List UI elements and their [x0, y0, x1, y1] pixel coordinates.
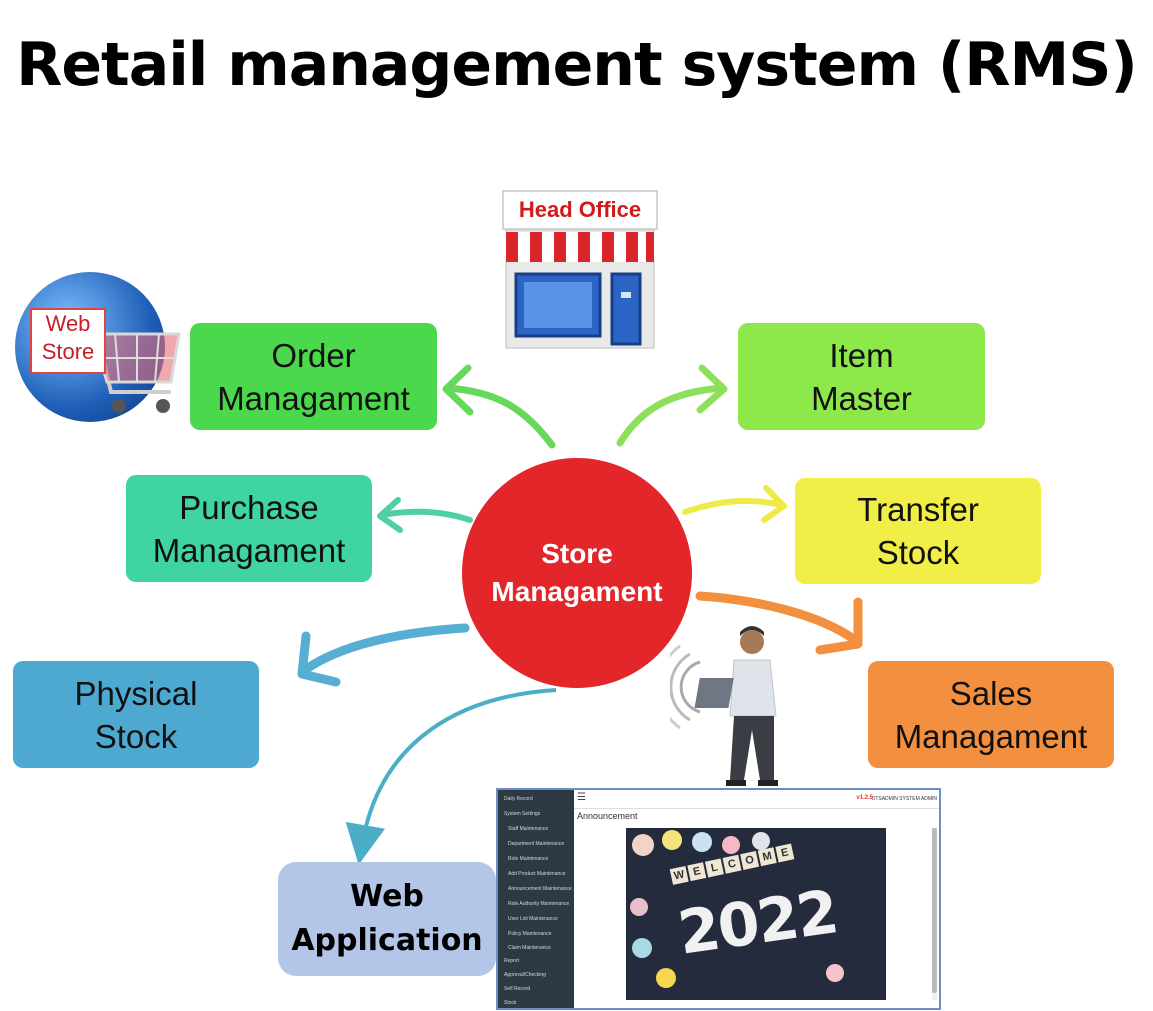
letter-tile: M: [757, 847, 777, 867]
arrowhead-order: [442, 364, 474, 416]
arrowhead-purchase: [377, 497, 403, 533]
sidebar-item: Add Product Maintenance: [508, 871, 566, 877]
sidebar-item: Announcement Maintenance: [508, 886, 572, 892]
person-icon: [657, 626, 778, 786]
arrow-item: [616, 384, 726, 447]
screenshot-scrollbar: [932, 828, 937, 1000]
arrow-transfer: [682, 497, 785, 515]
item-master-box: Item Master: [738, 323, 985, 430]
head-office-label: Head Office: [502, 190, 658, 230]
light-ball: [752, 832, 770, 850]
arrow-order: [444, 384, 556, 449]
screenshot-sidebar: Daily Record System Settings Staff Maint…: [498, 790, 574, 1008]
letter-tile: L: [704, 858, 724, 878]
arrow-purchase: [379, 508, 473, 523]
sales-management-box: Sales Managament: [868, 661, 1114, 768]
scrollbar-thumb: [932, 828, 937, 993]
sidebar-item: Report: [504, 958, 520, 964]
store-management-circle: Store Managament: [462, 458, 692, 688]
light-ball: [722, 836, 740, 854]
light-ball: [826, 964, 844, 982]
arrowhead-physical: [297, 631, 341, 687]
arrow-web: [345, 688, 557, 865]
letter-tile: O: [740, 850, 760, 870]
sidebar-item: Stock: [504, 1000, 517, 1006]
light-ball: [692, 832, 712, 852]
transfer-stock-box: Transfer Stock: [795, 478, 1041, 584]
light-ball: [632, 938, 652, 958]
page-title: Retail management system (RMS): [16, 30, 1138, 100]
sidebar-item: Self Record: [504, 986, 531, 992]
arrowhead-transfer: [761, 485, 787, 523]
sidebar-item: Department Maintenance: [508, 841, 565, 847]
purchase-management-box: Purchase Managament: [126, 475, 372, 582]
head-office-icon: Head Office: [502, 190, 658, 350]
sidebar-item: Claim Maintenance: [508, 945, 551, 951]
light-ball: [630, 898, 648, 916]
web-store-label: Web Store: [30, 308, 106, 374]
web-store-icon: Web Store: [15, 272, 185, 432]
web-app-screenshot: Daily Record System Settings Staff Maint…: [496, 788, 941, 1010]
physical-stock-box: Physical Stock: [13, 661, 259, 768]
arrowhead-item: [696, 364, 728, 414]
announcement-heading: Announcement: [577, 811, 638, 821]
light-ball: [656, 968, 676, 988]
light-ball: [632, 834, 654, 856]
user-label: OTSADMIN SYSTEM ADMIN: [871, 796, 937, 802]
order-management-box: Order Managament: [190, 323, 437, 430]
light-ball: [662, 830, 682, 850]
sidebar-item: User List Maintenance: [508, 916, 558, 922]
sidebar-item: Daily Record: [504, 796, 533, 802]
year-text: 2022: [673, 877, 842, 969]
sidebar-item: Role Maintenance: [508, 856, 549, 862]
web-application-box: Web Application: [278, 862, 496, 976]
hamburger-menu-icon: ☰: [577, 792, 586, 803]
version-label: v1.2.5: [856, 795, 873, 801]
store-building-icon: [502, 230, 658, 349]
arrow-physical: [300, 623, 470, 675]
letter-tile: E: [687, 862, 707, 882]
sidebar-item: Role Authority Maintenance: [508, 901, 570, 907]
sidebar-item: Policy Maintenance: [508, 931, 552, 937]
sidebar-item: Staff Maintenance: [508, 826, 549, 832]
screenshot-topbar: ☰ v1.2.5 OTSADMIN SYSTEM ADMIN: [574, 790, 939, 809]
letter-tile: W: [669, 865, 689, 885]
sidebar-item: System Settings: [504, 811, 541, 817]
letter-tile: C: [722, 854, 742, 874]
arrowhead-sales: [815, 597, 863, 655]
sidebar-item: Approval/Checking: [504, 972, 546, 978]
arrow-sales: [695, 591, 860, 645]
letter-tile: E: [775, 843, 795, 863]
person-with-laptop-icon: [657, 620, 800, 790]
welcome-2022-image: W E L C O M E 2022: [626, 828, 886, 1000]
